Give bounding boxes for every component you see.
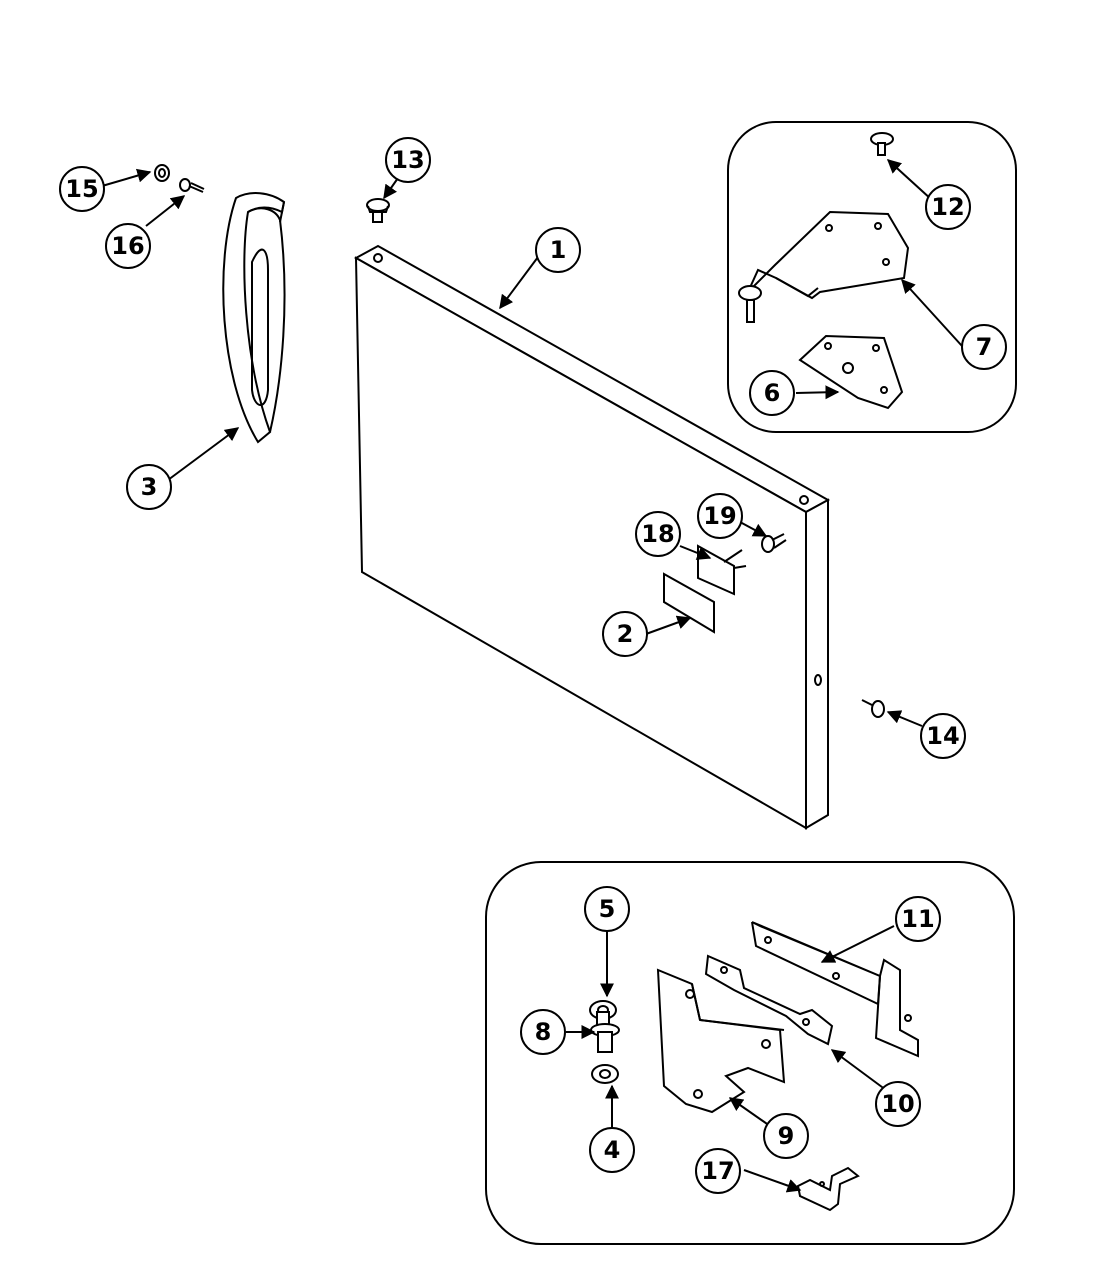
callout-6: 6 — [749, 370, 795, 416]
callout-label: 18 — [641, 520, 674, 548]
handle-screw — [179, 178, 205, 193]
callout-label: 12 — [931, 193, 964, 221]
callout-label: 3 — [141, 473, 158, 501]
leader-6 — [795, 385, 840, 400]
callout-label: 2 — [617, 620, 634, 648]
hinge-inset-top — [727, 121, 1017, 433]
bottom-hinge — [656, 968, 786, 1114]
callout-label: 16 — [111, 232, 144, 260]
callout-15: 15 — [59, 166, 105, 212]
small-bracket — [796, 1166, 860, 1212]
callout-19: 19 — [697, 493, 743, 539]
callout-13: 13 — [385, 137, 431, 183]
callout-5: 5 — [584, 886, 630, 932]
leader-2 — [645, 615, 692, 635]
callout-14: 14 — [920, 713, 966, 759]
leader-10 — [830, 1049, 887, 1091]
callout-label: 17 — [701, 1157, 734, 1185]
callout-label: 13 — [391, 146, 424, 174]
hinge-shim-plate — [798, 334, 904, 410]
callout-label: 4 — [604, 1136, 621, 1164]
callout-7: 7 — [961, 324, 1007, 370]
leader-15 — [101, 168, 152, 187]
hinge-spacer — [704, 954, 834, 1046]
hinge-inset-bottom — [485, 861, 1015, 1245]
leader-3 — [167, 427, 240, 481]
door-screw-plug — [861, 699, 885, 718]
callout-11: 11 — [895, 896, 941, 942]
leader-17 — [743, 1169, 802, 1193]
hinge-pin-cap — [870, 132, 894, 156]
callout-label: 14 — [926, 722, 959, 750]
callout-label: 15 — [65, 175, 98, 203]
leader-16 — [145, 195, 186, 227]
callout-label: 8 — [535, 1018, 552, 1046]
callout-label: 11 — [901, 905, 934, 933]
leader-18 — [679, 545, 712, 560]
callout-label: 7 — [976, 333, 993, 361]
callout-4: 4 — [589, 1127, 635, 1173]
callout-17: 17 — [695, 1148, 741, 1194]
handle-plug — [154, 164, 170, 182]
callout-2: 2 — [602, 611, 648, 657]
hinge-washer-bottom — [591, 1064, 619, 1084]
leader-1 — [499, 256, 539, 310]
callout-label: 1 — [550, 236, 567, 264]
leader-19 — [739, 521, 768, 537]
callout-8: 8 — [520, 1009, 566, 1055]
leader-14 — [886, 710, 923, 727]
callout-3: 3 — [126, 464, 172, 510]
leader-13 — [383, 177, 399, 200]
leader-7 — [901, 278, 963, 347]
hinge-bracket — [751, 921, 919, 1058]
callout-18: 18 — [635, 511, 681, 557]
callout-16: 16 — [105, 223, 151, 269]
callout-12: 12 — [925, 184, 971, 230]
leader-9 — [728, 1097, 771, 1127]
callout-label: 9 — [778, 1122, 795, 1150]
door-handle — [222, 192, 286, 444]
door-panel — [353, 244, 831, 830]
door-plug — [366, 198, 390, 223]
top-hinge — [738, 210, 910, 323]
callout-9: 9 — [763, 1113, 809, 1159]
callout-10: 10 — [875, 1081, 921, 1127]
door-stop-screw — [761, 533, 787, 553]
callout-label: 6 — [764, 379, 781, 407]
callout-label: 19 — [703, 502, 736, 530]
callout-label: 10 — [881, 1090, 914, 1118]
callout-1: 1 — [535, 227, 581, 273]
callout-label: 5 — [599, 895, 616, 923]
leader-12 — [886, 159, 933, 201]
leader-11 — [820, 925, 895, 963]
door-label — [663, 572, 715, 634]
